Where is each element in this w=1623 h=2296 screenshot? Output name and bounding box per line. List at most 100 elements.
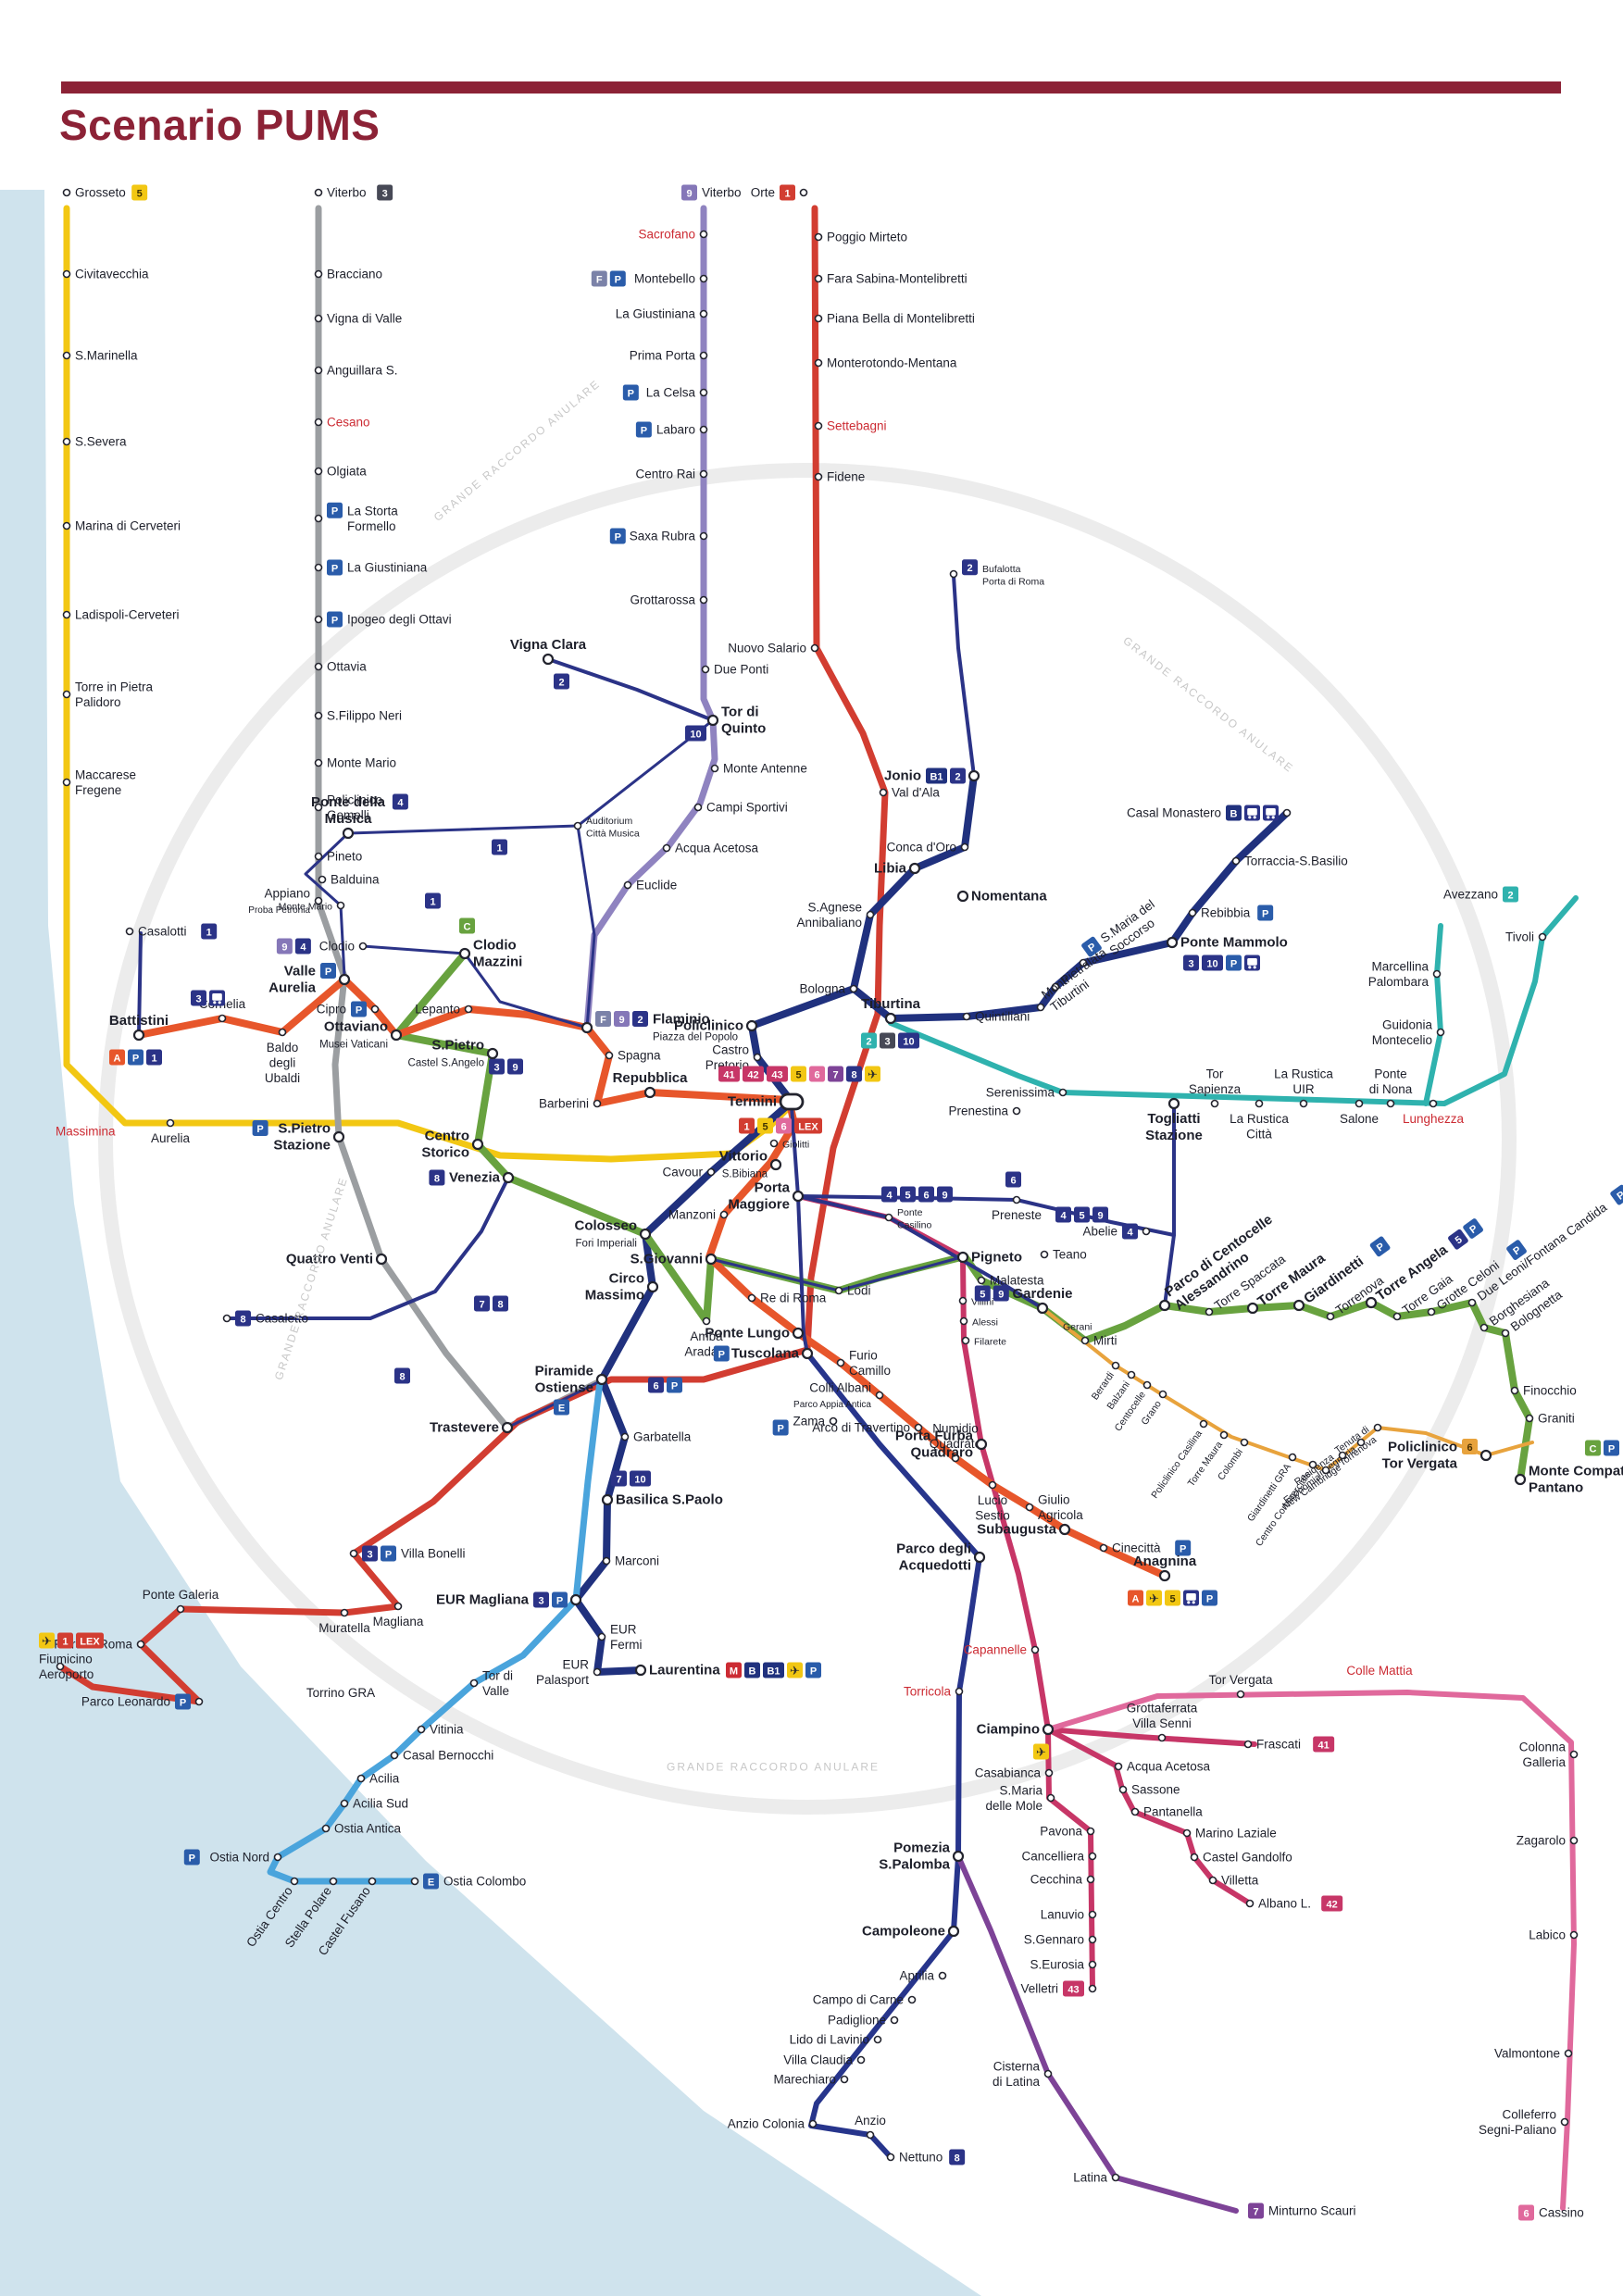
svg-text:6: 6: [923, 1190, 929, 1201]
badge-6: 6: [1518, 2204, 1534, 2221]
station-cavour: Cavour: [662, 1166, 716, 1179]
station-salone: Salone: [1340, 1099, 1379, 1126]
station-dot: [390, 1751, 399, 1760]
svg-text:3: 3: [493, 1062, 499, 1073]
station-label: Subaugusta: [977, 1522, 1056, 1538]
badge-3: 3: [377, 184, 393, 201]
station-label: Piana Bella di Montelibretti: [827, 312, 975, 326]
svg-text:P: P: [1262, 908, 1268, 919]
station-dot: [914, 1423, 923, 1432]
svg-text:P: P: [325, 967, 331, 978]
line-badges: 1: [425, 892, 441, 909]
station-label: GRANDE RACCORDO ANULARE: [272, 1175, 350, 1381]
svg-text:B1: B1: [930, 771, 943, 782]
badge-5: 5: [791, 1066, 806, 1082]
badge-3: 3: [191, 990, 206, 1006]
svg-text:5: 5: [762, 1121, 768, 1132]
station-tor-vergata: Tor Vergata: [1208, 1673, 1273, 1699]
station-dot: [501, 1421, 514, 1434]
station-prima-porta: Prima Porta: [630, 349, 708, 363]
station-ladispoli-cerveteri: Ladispoli-Cerveteri: [62, 608, 180, 622]
station-label: Lodi: [847, 1284, 871, 1298]
station-piana-bella-di-montelibretti: Piana Bella di Montelibretti: [814, 312, 975, 326]
station-label: Torricola: [904, 1685, 952, 1699]
svg-text:6: 6: [1523, 2208, 1529, 2219]
station-dot: [1044, 1768, 1054, 1778]
svg-text:B1: B1: [767, 1666, 780, 1677]
svg-text:2: 2: [955, 771, 960, 782]
svg-text:LEX: LEX: [80, 1636, 100, 1647]
station-dot: [745, 1019, 758, 1032]
badge-4: 4: [1122, 1223, 1138, 1240]
badge-8: 8: [235, 1310, 251, 1327]
station-alessi: Alessi: [959, 1317, 998, 1329]
svg-text:F: F: [600, 1015, 606, 1026]
station-label: Abelie: [1082, 1225, 1117, 1239]
station-albano-l: Albano L.42: [1245, 1895, 1343, 1912]
station-garbatella: Garbatella: [620, 1430, 692, 1444]
station-dot: [1321, 1466, 1330, 1475]
badge-2: 2: [962, 559, 978, 576]
station-dot: [1111, 2173, 1120, 2182]
station-dot: [958, 1296, 968, 1305]
badge-6: 6: [918, 1186, 934, 1203]
station-giardinetti-gra: Giardinetti GRA: [1245, 1453, 1297, 1524]
station-label: Balduina: [331, 873, 380, 887]
line-fl2: [888, 895, 1579, 1106]
badge-9: 9: [1092, 1206, 1108, 1223]
station-pineto: Pineto: [314, 850, 362, 864]
station-dot: [569, 1593, 582, 1606]
station-dot: [814, 274, 823, 283]
station-label: Spagna: [618, 1049, 661, 1063]
station-cesano: Cesano: [314, 416, 370, 430]
svg-text:B: B: [749, 1666, 756, 1677]
station-dot: [769, 1139, 779, 1148]
station-dot: [1292, 1299, 1305, 1312]
station-label: Serenissima: [986, 1086, 1055, 1100]
station-dot: [1099, 1543, 1108, 1553]
station-grande-raccordo-anulare: GRANDE RACCORDO ANULARE: [1120, 634, 1296, 776]
station-label: Battistini: [109, 1013, 169, 1029]
svg-text:1: 1: [784, 188, 790, 199]
line-tram-5-9: [796, 1194, 1044, 1310]
station-dot: [314, 467, 323, 476]
station-labico: Labico: [1529, 1928, 1579, 1942]
station-dot: [947, 1925, 960, 1938]
station-monterotondo-mentana: Monterotondo-Mentana: [814, 356, 957, 370]
station-dot: [1514, 1473, 1527, 1486]
station-label: Massimina: [56, 1125, 116, 1139]
station-dot: [342, 827, 355, 840]
station-label: Vigna di Valle: [327, 312, 402, 326]
svg-text:41: 41: [723, 1069, 734, 1080]
svg-text:9: 9: [686, 188, 692, 199]
badge-p: P: [805, 1662, 821, 1678]
svg-text:B: B: [1230, 808, 1238, 819]
station-s-filippo-neri: S.Filippo Neri: [314, 709, 402, 723]
bus-icon: [1244, 955, 1260, 971]
svg-text:P: P: [628, 388, 634, 399]
svg-text:5: 5: [795, 1069, 801, 1080]
svg-text:42: 42: [747, 1069, 758, 1080]
station-dot: [1042, 1723, 1055, 1736]
badge-2: 2: [554, 673, 569, 690]
svg-text:10: 10: [690, 729, 701, 740]
station-label: Jonio: [884, 768, 921, 784]
svg-text:3: 3: [382, 188, 388, 199]
station-dot: [699, 309, 708, 318]
station-dot: [1569, 1836, 1579, 1845]
station-abelie: Abelie 4: [1082, 1223, 1151, 1240]
station-label: Teano: [1053, 1248, 1087, 1262]
station-dot: [1040, 1250, 1049, 1259]
badge-c: C: [459, 917, 475, 934]
